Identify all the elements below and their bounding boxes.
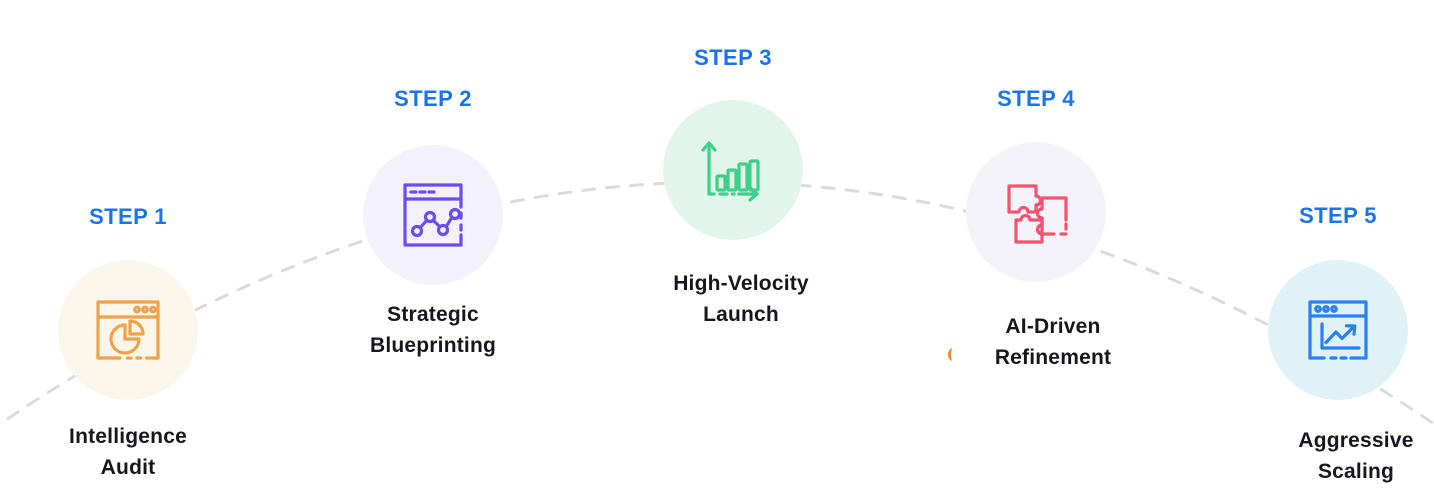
browser-pie-chart-icon (96, 300, 160, 360)
step-2-circle (363, 145, 503, 285)
browser-node-graph-icon (403, 183, 463, 247)
step-2-heading: STEP 2 (394, 86, 472, 111)
step-5-heading: STEP 5 (1299, 203, 1377, 228)
step-4-title-line1: AI-Driven (1005, 315, 1101, 338)
step-3: STEP 3 High-Velocity Launch (603, 0, 863, 326)
step-4-title-line2: Refinement (994, 346, 1112, 369)
step-3-title-line2: Launch (703, 303, 779, 326)
step-1-title-line2: Audit (100, 456, 156, 479)
step-1-circle (58, 260, 198, 400)
step-5-title-line1: Aggressive (1298, 429, 1414, 452)
step-5-title-line2: Scaling (1317, 460, 1395, 483)
step-3-title-line1: High-Velocity (673, 272, 809, 295)
step-4-heading: STEP 4 (997, 86, 1075, 111)
step-2-title-line2: Blueprinting (369, 334, 497, 357)
growth-bar-chart-icon (701, 141, 760, 202)
step-4-title: AI-Driven Refinement (923, 311, 1183, 373)
stray-orange-mark (948, 348, 958, 361)
step-1-title-line1: Intelligence (69, 425, 187, 448)
step-5: STEP 5 Aggressive Scaling (1208, 0, 1434, 483)
step-2: STEP 2 Strategic Blueprinting (303, 0, 563, 357)
step-1-title: Intelligence Audit (0, 421, 258, 483)
puzzle-pieces-icon (1007, 184, 1068, 244)
step-3-title: High-Velocity Launch (611, 268, 871, 330)
browser-trend-chart-icon (1308, 300, 1368, 360)
step-3-circle (663, 100, 803, 240)
step-5-circle (1268, 260, 1408, 400)
step-2-title: Strategic Blueprinting (303, 299, 563, 361)
step-4-circle (966, 142, 1106, 282)
step-2-title-line1: Strategic (387, 303, 479, 326)
step-1-heading: STEP 1 (89, 204, 167, 229)
step-5-title: Aggressive Scaling (1226, 425, 1434, 487)
step-1: STEP 1 Intelligence Audit (0, 0, 258, 479)
step-3-heading: STEP 3 (694, 45, 772, 70)
step-4: STEP 4 AI-Driven Refinement (906, 0, 1166, 369)
